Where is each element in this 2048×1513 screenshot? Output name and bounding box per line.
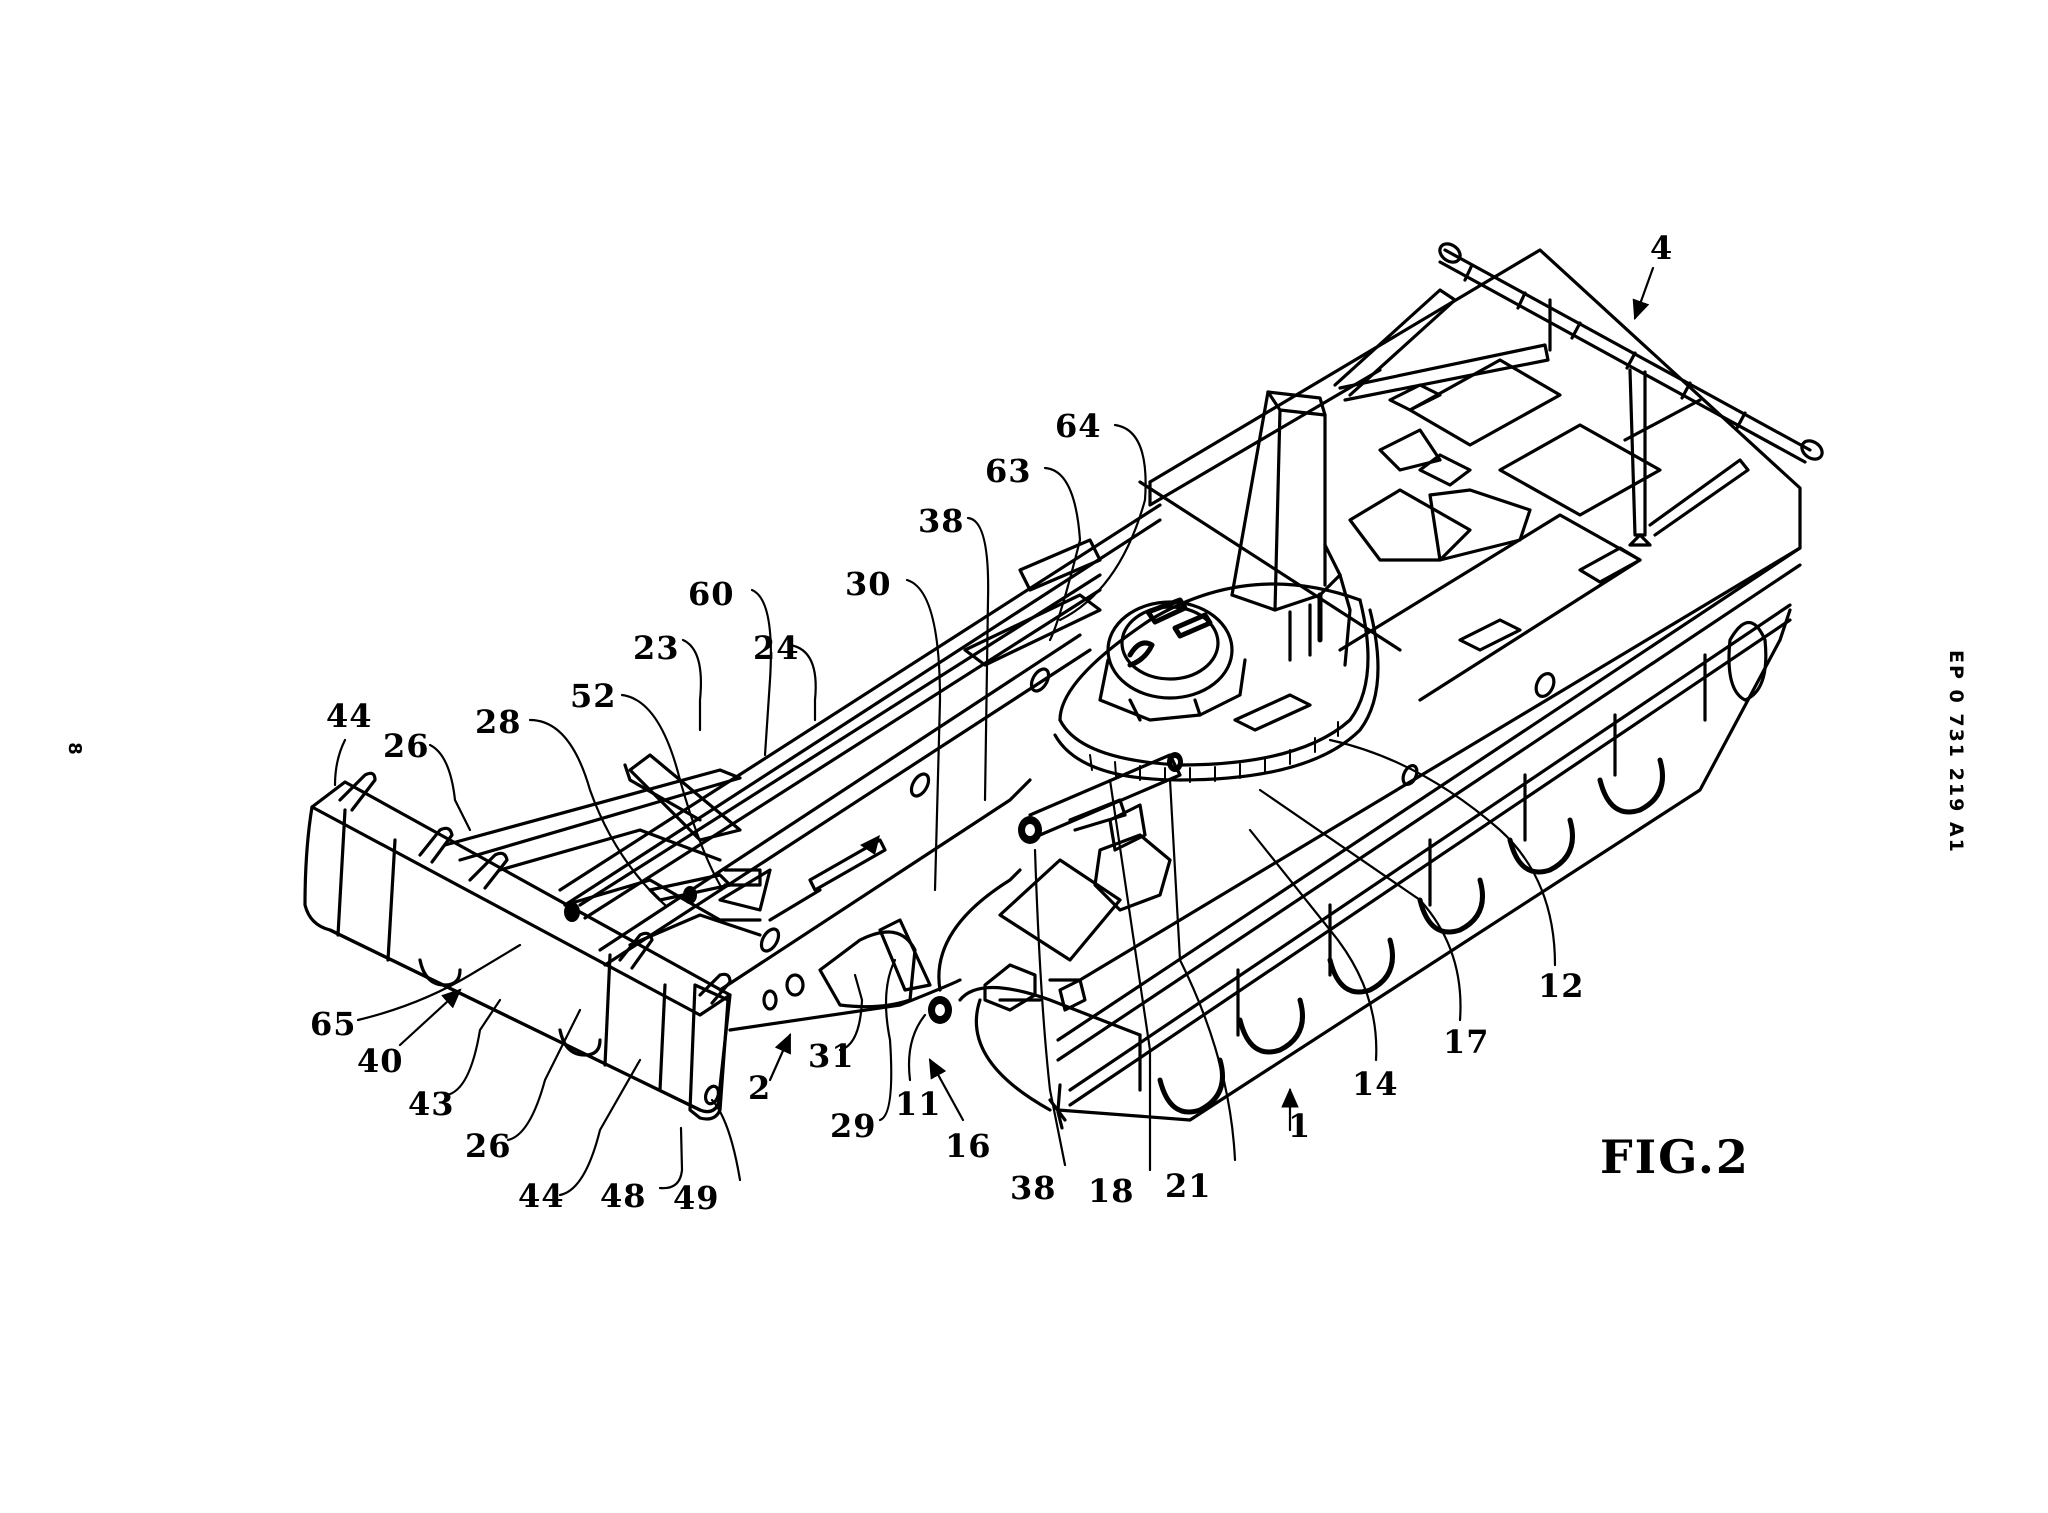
ref-numeral-48: 48 bbox=[600, 1177, 647, 1215]
ref-numeral-24: 24 bbox=[753, 629, 800, 667]
ref-numeral-31: 31 bbox=[808, 1037, 855, 1075]
ref-numeral-23: 23 bbox=[633, 629, 680, 667]
ref-numeral-52: 52 bbox=[570, 677, 617, 715]
page-number: 8 bbox=[63, 742, 85, 755]
figure-label: FIG.2 bbox=[1600, 1130, 1750, 1184]
ref-numeral-11: 11 bbox=[895, 1085, 942, 1123]
plough-blade bbox=[303, 763, 762, 1121]
ref-numeral-44-bottom: 44 bbox=[518, 1177, 565, 1215]
ref-numeral-49: 49 bbox=[673, 1179, 720, 1217]
ref-numeral-1: 1 bbox=[1288, 1107, 1312, 1145]
leader-lines bbox=[333, 266, 1655, 1197]
ref-numeral-65: 65 bbox=[310, 1005, 357, 1043]
stowage-rack bbox=[1333, 242, 1824, 547]
ref-numeral-38-bottom: 38 bbox=[1010, 1169, 1057, 1207]
ref-numeral-29: 29 bbox=[830, 1107, 877, 1145]
ref-numeral-28: 28 bbox=[475, 703, 522, 741]
ref-numeral-40: 40 bbox=[357, 1042, 404, 1080]
ref-numeral-14: 14 bbox=[1352, 1065, 1399, 1103]
ref-numeral-12: 12 bbox=[1538, 967, 1585, 1005]
ref-numeral-63: 63 bbox=[985, 452, 1032, 490]
ref-numeral-18: 18 bbox=[1088, 1172, 1135, 1210]
ref-numeral-26-top: 26 bbox=[383, 727, 430, 765]
ref-numeral-17: 17 bbox=[1443, 1023, 1490, 1061]
publication-number: EP 0 731 219 A1 bbox=[1945, 650, 1967, 854]
lower-linkage bbox=[718, 752, 1183, 1112]
ref-numeral-44-top: 44 bbox=[326, 697, 373, 735]
ref-numeral-38-top: 38 bbox=[918, 502, 965, 540]
ref-numeral-26-bottom: 26 bbox=[465, 1127, 512, 1165]
ref-numeral-2: 2 bbox=[748, 1069, 772, 1107]
ref-numeral-21: 21 bbox=[1165, 1167, 1212, 1205]
ref-numeral-64: 64 bbox=[1055, 407, 1102, 445]
ref-numeral-4: 4 bbox=[1650, 229, 1674, 267]
turret-assembly bbox=[1053, 390, 1380, 783]
ref-numeral-30: 30 bbox=[845, 565, 892, 603]
ref-numeral-43: 43 bbox=[408, 1085, 455, 1123]
vehicle-hull bbox=[1048, 248, 1802, 1130]
ref-numeral-16: 16 bbox=[945, 1127, 992, 1165]
ref-numeral-60: 60 bbox=[688, 575, 735, 613]
